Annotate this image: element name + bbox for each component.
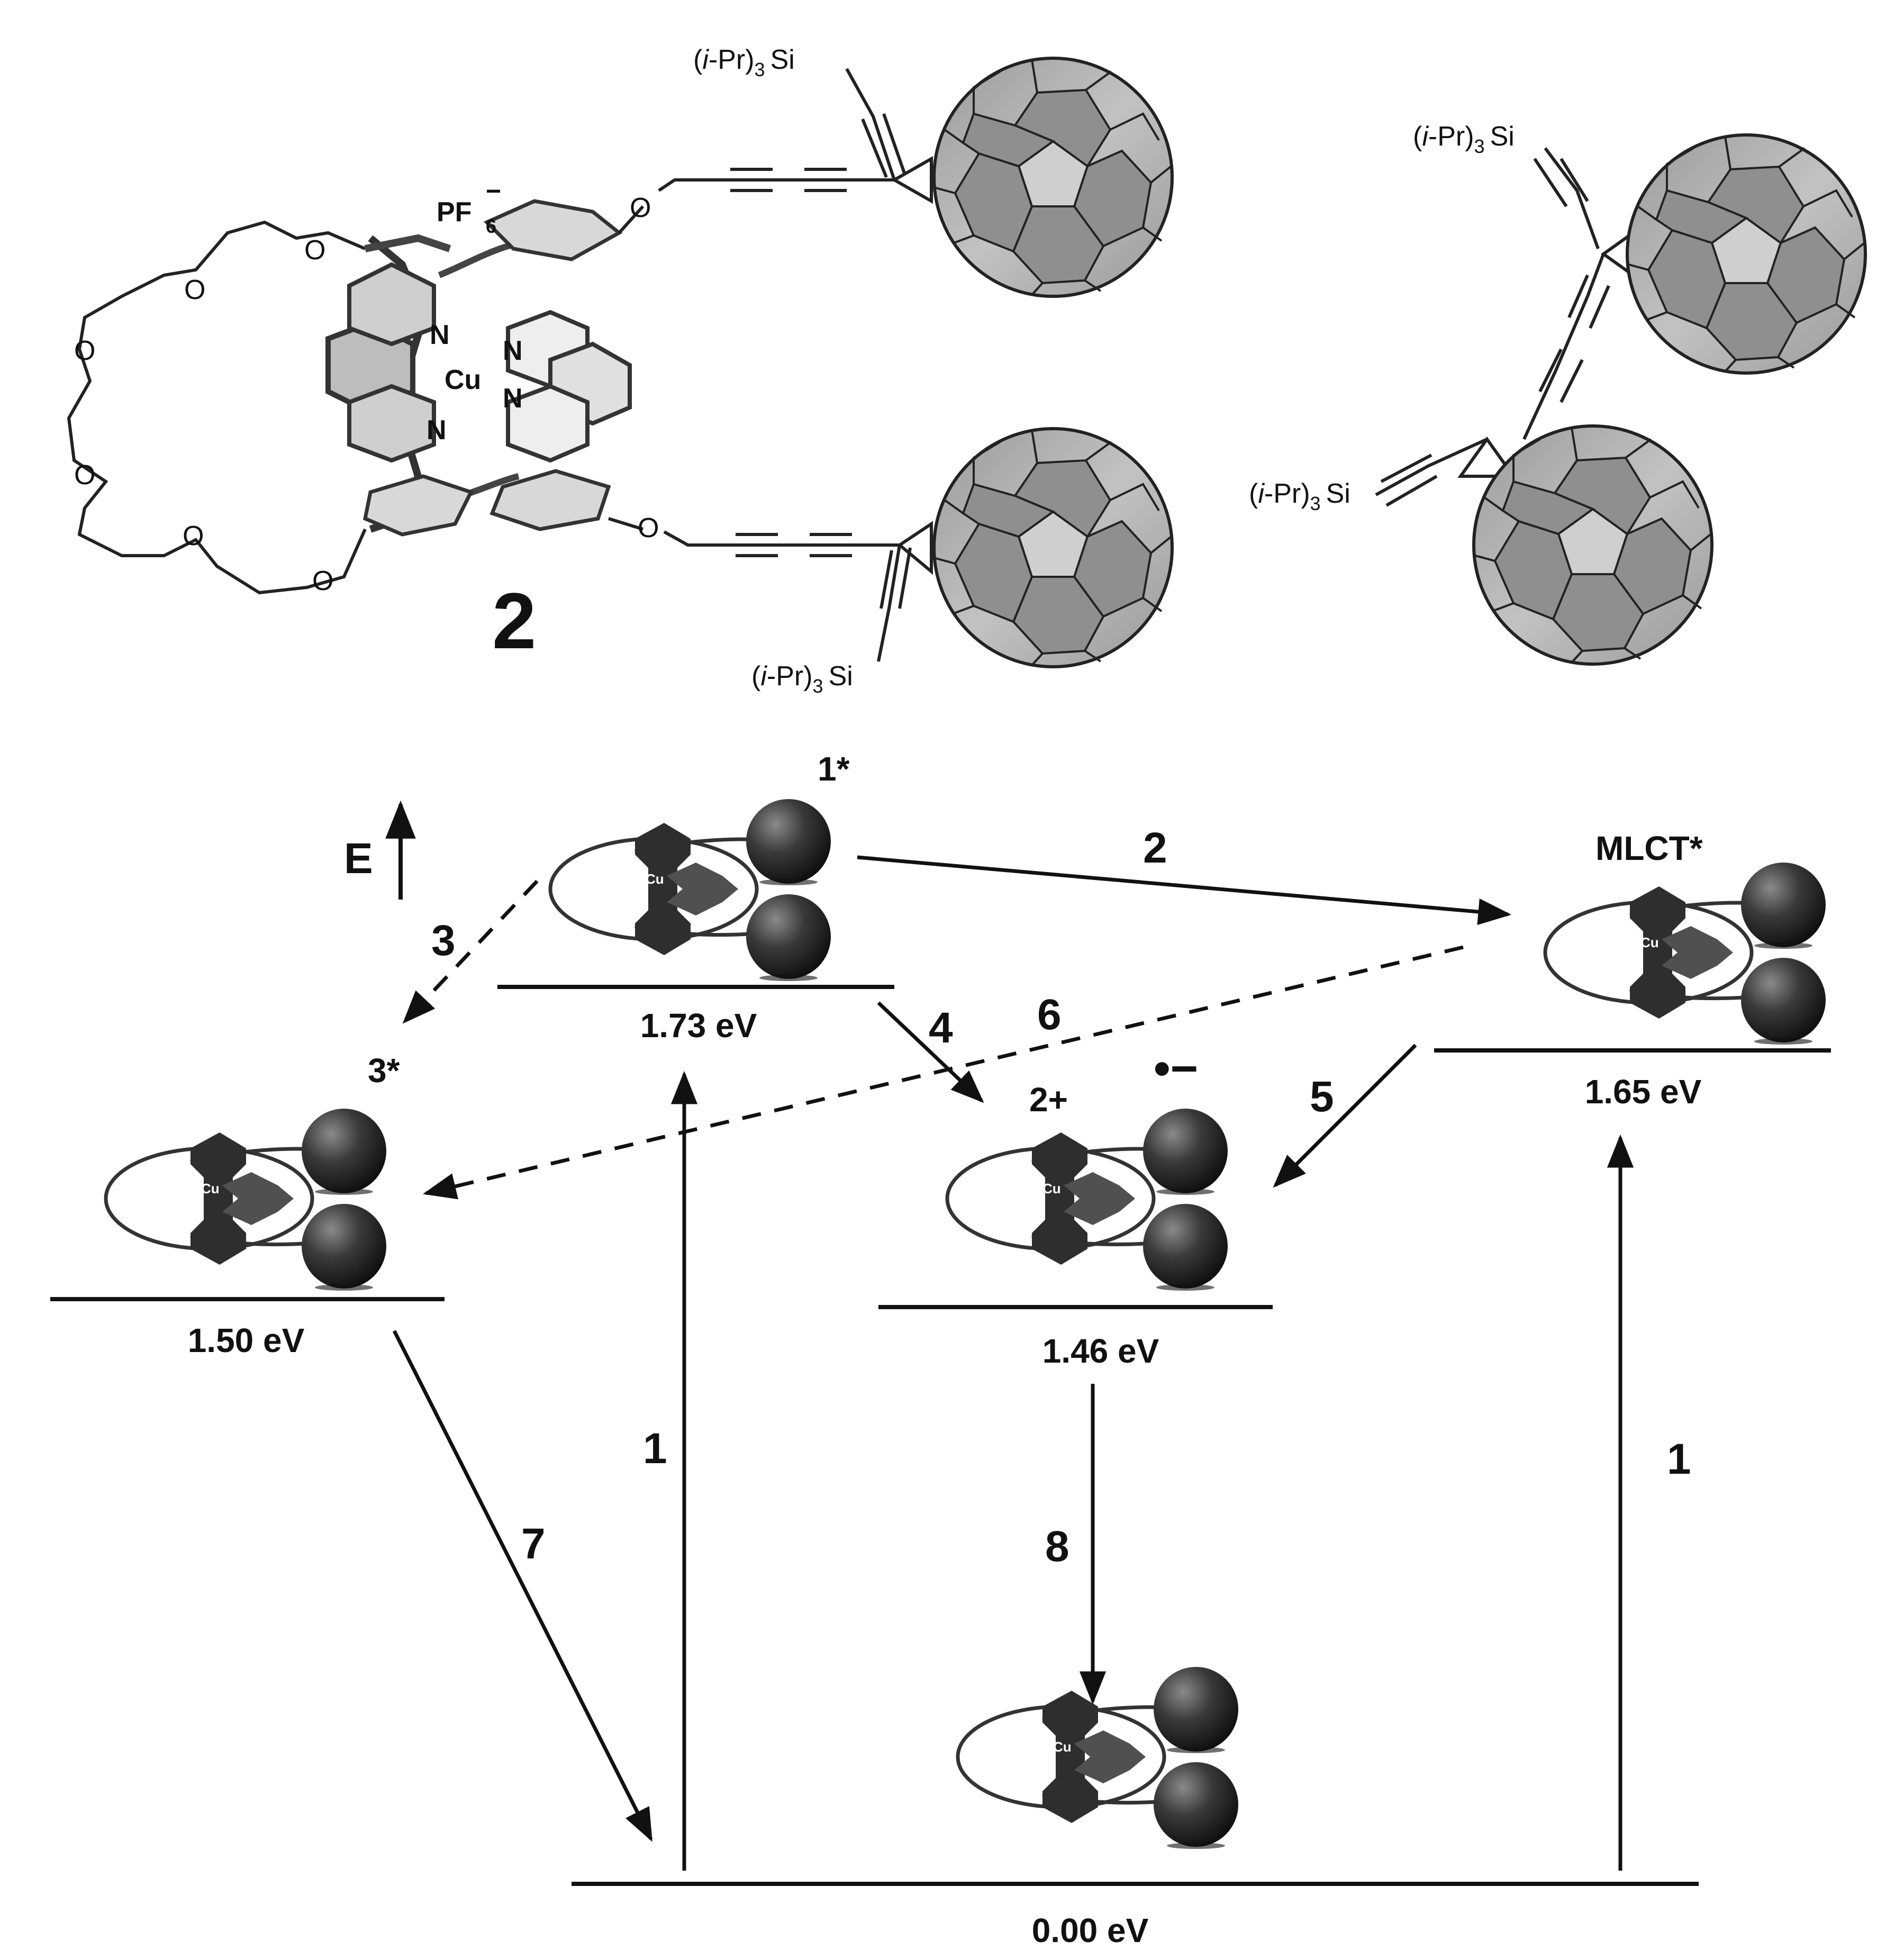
arrow-process-3 (402, 879, 539, 1024)
nitrogen-label: N (430, 320, 450, 350)
svg-text:(i-Pr)3Si: (i-Pr)3Si (751, 661, 853, 697)
process-label-2: 2 (1143, 824, 1167, 872)
svg-text:−: − (486, 176, 501, 206)
energy-diagram: E 1.73 eV 1.65 eV 1.50 eV 1.46 eV 0.00 e… (50, 750, 1831, 1949)
state-tag-cs: 2+ (1029, 1081, 1068, 1119)
state-tag-3star: 3* (368, 1051, 400, 1090)
nitrogen-label: N (503, 335, 523, 366)
oxygen-label: O (304, 235, 325, 266)
oxygen-label: O (312, 566, 333, 596)
arrow-process-2 (857, 855, 1512, 926)
process-label-4: 4 (929, 1004, 953, 1052)
compound-number: 2 (492, 576, 536, 665)
fullerene-lower-right (1474, 426, 1712, 664)
nitrogen-label: N (503, 383, 523, 414)
energy-value-mlct: 1.65 eV (1585, 1073, 1702, 1111)
svg-text:(i-Pr)3Si: (i-Pr)3Si (1413, 121, 1515, 157)
process-label-7: 7 (521, 1520, 546, 1568)
copper-label: Cu (445, 365, 481, 395)
energy-value-1star: 1.73 eV (640, 1006, 757, 1045)
arrow-process-4 (877, 1001, 984, 1103)
oxygen-label: O (74, 335, 95, 366)
svg-text:(i-Pr)3Si: (i-Pr)3Si (693, 44, 795, 80)
counter-ion-label: PF 6 − (437, 176, 501, 237)
cu-label: Cu (201, 1181, 220, 1196)
process-label-8: 8 (1045, 1522, 1069, 1571)
svg-text:(i-Pr)3Si: (i-Pr)3Si (1249, 478, 1350, 514)
cu-label: Cu (1053, 1739, 1072, 1755)
arrow-process-6 (422, 945, 1464, 1200)
nitrogen-label: N (427, 415, 447, 446)
oxygen-label: O (630, 193, 651, 223)
energy-value-ground: 0.00 eV (1032, 1911, 1149, 1949)
oxygen-label: O (183, 521, 204, 551)
state-cs-cartoon: Cu (947, 1109, 1228, 1291)
process-label-6: 6 (1037, 991, 1062, 1039)
oxygen-label: O (638, 513, 659, 543)
state-tag-1star: 1* (818, 750, 850, 788)
molecule-labels: O O O O O O O O N N N N Cu PF 6 − 2 (i-P… (74, 44, 1515, 697)
energy-axis-label: E (344, 835, 373, 883)
state-mlct-cartoon: Cu (1545, 863, 1826, 1045)
state-3star-cartoon: Cu (106, 1109, 386, 1291)
cu-label: Cu (1640, 935, 1659, 950)
energy-value-cs: 1.46 eV (1042, 1332, 1159, 1370)
svg-text:PF: PF (437, 197, 472, 228)
molecule-structure (67, 68, 1642, 662)
arrow-process-7 (392, 1330, 653, 1842)
process-label-5: 5 (1310, 1073, 1334, 1121)
process-label-3: 3 (431, 917, 456, 965)
fullerene-lower-left (934, 429, 1172, 667)
state-tag-mlct: MLCT* (1595, 829, 1703, 867)
fullerene-upper-right (1627, 135, 1865, 373)
process-label-1-right: 1 (1667, 1435, 1691, 1483)
energy-value-3star: 1.50 eV (188, 1321, 305, 1359)
cu-label: Cu (646, 871, 664, 887)
cu-label: Cu (1042, 1181, 1061, 1196)
state-ground-cartoon: Cu (958, 1667, 1238, 1849)
svg-text:6: 6 (486, 215, 496, 237)
oxygen-label: O (74, 460, 95, 491)
arrow-process-5 (1273, 1044, 1417, 1188)
radical-anion-tag: •− (1154, 1042, 1198, 1095)
fullerene-upper-left (934, 58, 1172, 296)
oxygen-label: O (184, 275, 205, 305)
process-label-1-left: 1 (643, 1425, 667, 1473)
state-1star-cartoon: Cu (550, 799, 831, 981)
